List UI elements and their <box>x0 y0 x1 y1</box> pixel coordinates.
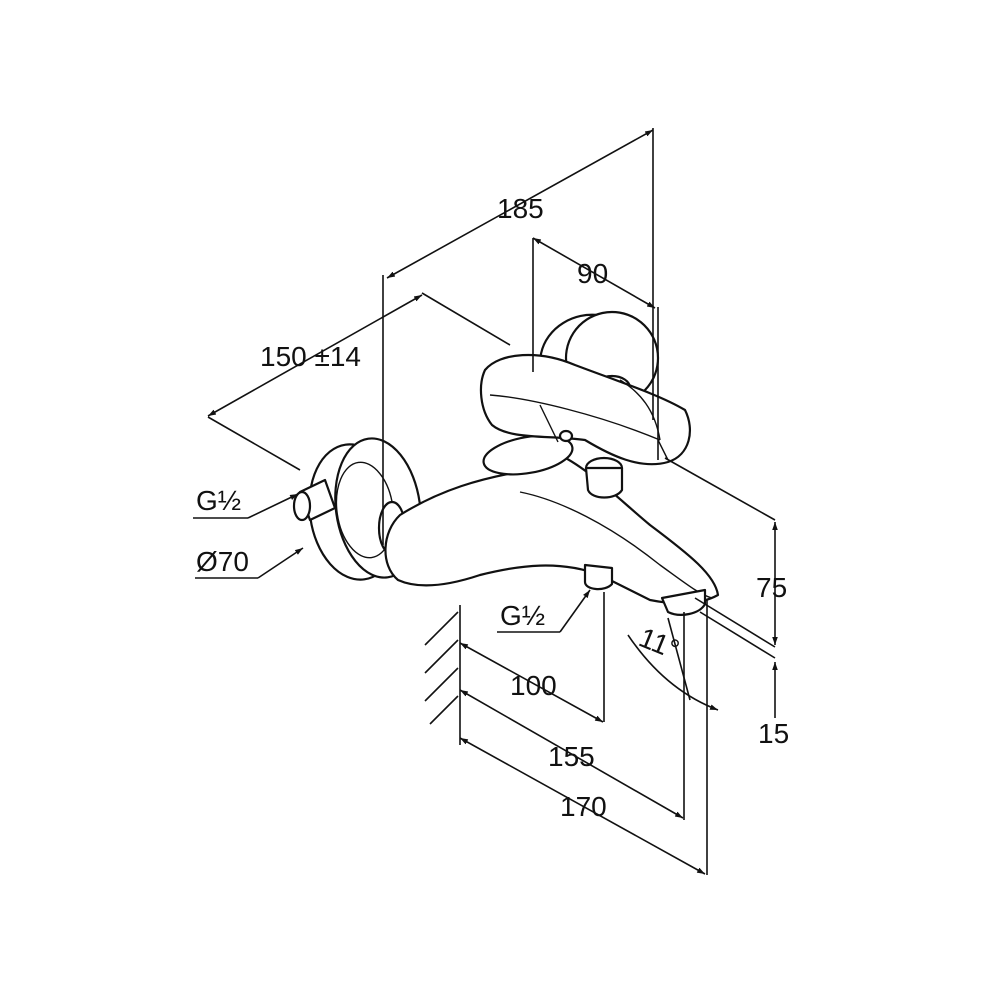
label-spout-drop: 15 <box>758 718 789 749</box>
dim-arc-angle <box>627 634 719 711</box>
dim-line-170 <box>459 737 706 875</box>
leader-outlet-thread <box>559 589 591 633</box>
label-inlet-thread: G½ <box>196 485 241 516</box>
dim-line-185 <box>386 129 654 279</box>
label-outlet-thread: G½ <box>500 600 545 631</box>
leader-inlet-thread <box>247 493 299 519</box>
dim-line-150 <box>207 294 423 417</box>
label-spout-angle: 11° <box>635 622 684 666</box>
dim-line-90 <box>532 237 656 309</box>
label-handle-depth: 90 <box>577 258 608 289</box>
label-spout-projection: 155 <box>548 741 595 772</box>
label-outlet-projection: 100 <box>510 670 557 701</box>
leader-escutcheon <box>257 547 304 579</box>
dimension-labels: 185 90 150 ±14 G½ Ø70 G½ 100 155 170 75 … <box>196 193 789 822</box>
label-total-projection: 170 <box>560 791 607 822</box>
label-inlet-spacing: 150 ±14 <box>260 341 361 372</box>
wall-hatch <box>424 605 461 745</box>
dimension-lines <box>193 129 778 875</box>
cartridge-collar <box>482 434 574 476</box>
mixer-body <box>384 453 720 605</box>
inlet-thread-left <box>292 490 312 522</box>
label-escutcheon-diameter: Ø70 <box>196 546 249 577</box>
lever-handle <box>479 353 692 466</box>
faucet-body <box>292 310 720 616</box>
bottom-outlet <box>583 563 614 591</box>
label-spout-height: 75 <box>756 572 787 603</box>
label-overall-width: 185 <box>497 193 544 224</box>
